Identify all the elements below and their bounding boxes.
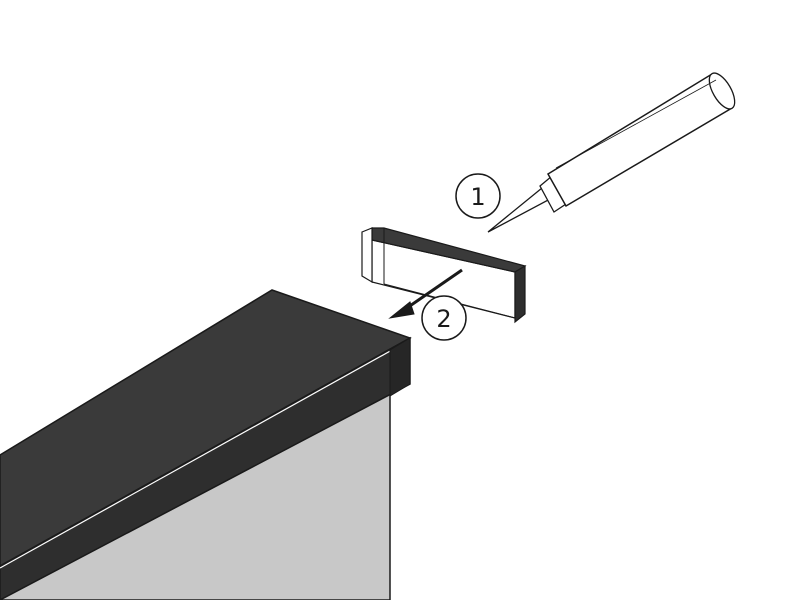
coping-profile [0, 289, 412, 600]
sealant-tube-end [708, 72, 736, 110]
step-marker-2: 2 [421, 295, 467, 341]
sealant-tube-body [546, 72, 734, 208]
coping-end-face [389, 337, 411, 397]
end-cap-right-flange [514, 264, 526, 324]
step-number-2: 2 [436, 305, 451, 333]
step-number-1: 1 [470, 183, 485, 211]
end-cap-left-flange [361, 227, 373, 284]
end-cap [361, 227, 527, 324]
coping-fold-highlight [0, 339, 411, 569]
arrow-icon [388, 268, 463, 319]
step-marker-1: 1 [455, 173, 501, 219]
sealant-gun-icon [487, 72, 736, 233]
